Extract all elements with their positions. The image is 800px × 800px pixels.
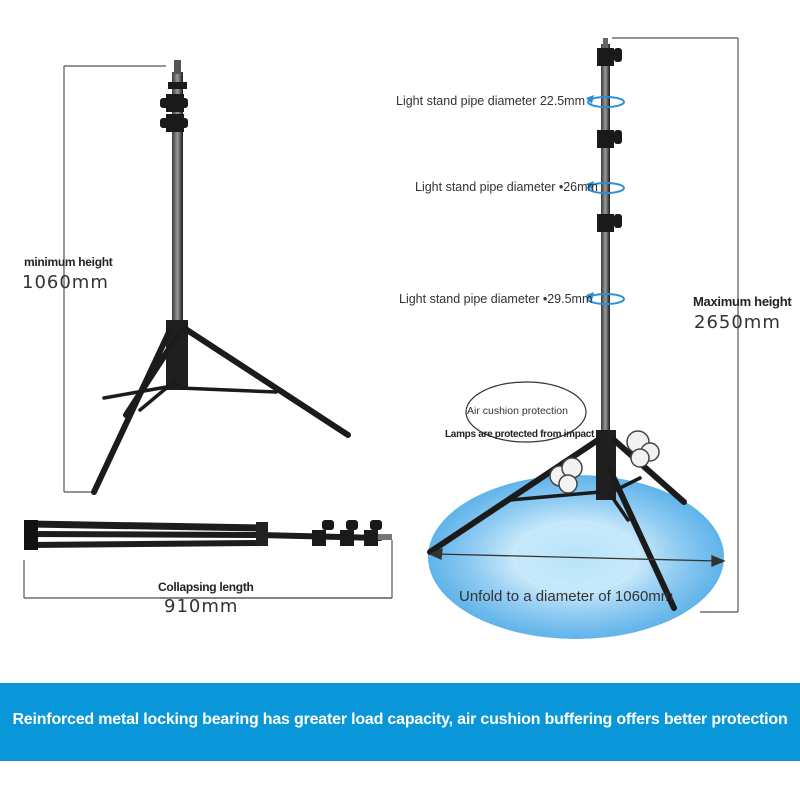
collapse-value: 910mm: [164, 596, 239, 617]
min-height-dimension-line: [63, 65, 166, 493]
pipe-diameter-bottom: Light stand pipe diameter •29.5mm: [399, 292, 593, 306]
left-stand: [63, 60, 351, 495]
collapse-label: Collapsing length: [158, 580, 254, 594]
rotation-arrow-icon: [587, 96, 625, 305]
air-cushion-title: Air cushion protection: [467, 405, 568, 417]
max-height-label: Maximum height: [693, 294, 792, 309]
max-height-dimension-line: [612, 37, 739, 613]
diameter-arrow: [428, 547, 726, 567]
feature-banner-text: Reinforced metal locking bearing has gre…: [12, 711, 788, 728]
min-height-label: minimum height: [24, 255, 113, 269]
min-height-value: 1060mm: [22, 272, 109, 293]
right-stand: [427, 37, 739, 639]
unfold-label: Unfold to a diameter of 1060mm: [459, 588, 674, 605]
max-height-value: 2650mm: [694, 312, 781, 333]
air-cushion-bubble: [465, 381, 587, 443]
pipe-diameter-top: Light stand pipe diameter 22.5mm: [396, 94, 585, 108]
feature-banner: Reinforced metal locking bearing has gre…: [0, 683, 800, 761]
air-puff-icon: [549, 430, 660, 494]
air-cushion-subtitle: Lamps are protected from impact: [445, 429, 595, 440]
pipe-diameter-middle: Light stand pipe diameter •26mm: [415, 180, 598, 194]
